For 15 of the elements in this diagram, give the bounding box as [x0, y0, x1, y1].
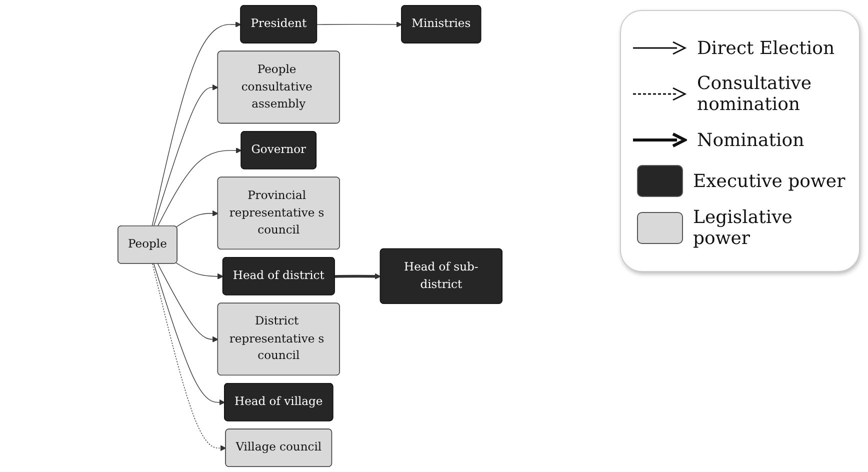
arrow: [153, 84, 218, 227]
legend-text: Consultative nomination: [697, 73, 813, 115]
arrow: [334, 273, 381, 280]
arrow: [316, 22, 402, 28]
arrow: [176, 210, 218, 228]
legend-text: Direct Election: [697, 38, 835, 58]
arrow: [176, 262, 224, 280]
legend-text: Executive power: [693, 170, 846, 192]
arrow: [152, 22, 242, 227]
legend-text: Legislative power: [693, 207, 794, 249]
arrow: [152, 263, 226, 452]
arrow: [157, 263, 218, 342]
arrow: [153, 263, 225, 406]
legend-text: Nomination: [697, 130, 804, 150]
arrow: [157, 147, 242, 227]
